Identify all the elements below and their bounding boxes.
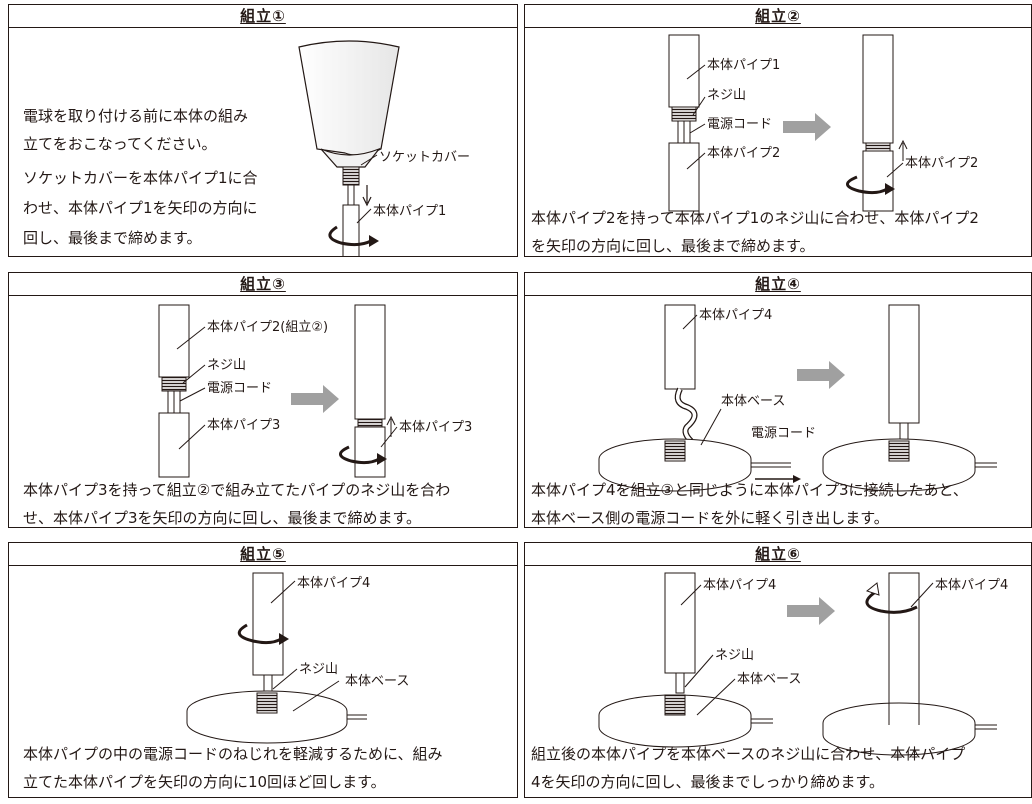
pipe1-label: 本体パイプ1 [707,58,780,73]
step-6-panel: 組立⑥ 本体パイプ4 ネジ山 本体ベース 本体パイプ4 組立後の本 [524,542,1032,798]
step-3-panel: 組立③ 本体パイプ2(組立②) ネジ山 電源コード 本体パイプ3 本体パイプ3 … [8,272,518,528]
step-5-panel: 組立⑤ 本体パイプ4 ネジ山 本体ベース 本体パイプの中の電源コードのねじれを軽… [8,542,518,798]
cord-label: 電源コード [707,117,772,132]
step-1-illustration: ソケットカバー 本体パイプ1 [298,40,470,256]
pipe-2-assembled [354,304,386,420]
step-4-title: 組立④ [525,273,1031,296]
step-2-text-line: 本体パイプ2を持って本体パイプ1のネジ山に合わせ、本体パイプ2 [531,209,979,227]
pipe-1 [342,204,360,256]
thread [161,376,187,392]
step-6-illustration: 本体パイプ4 ネジ山 本体ベース 本体パイプ4 [598,572,1008,756]
thread [671,106,697,122]
step-1-text-line: ソケットカバーを本体パイプ1に合 [23,169,258,187]
lamp-shade [298,40,400,156]
pipe1-label: 本体パイプ1 [373,204,446,219]
pipe2-label: 本体パイプ2(組立②) [207,320,328,335]
pipe-4 [252,572,284,676]
step-5-title: 組立⑤ [9,543,517,566]
step-5-illustration: 本体パイプ4 ネジ山 本体ベース [186,572,409,744]
pipe-1-assembled [862,34,894,144]
step-1-text-line: わせ、本体パイプ1を矢印の方向に [23,199,258,217]
pipe3-right-label: 本体パイプ3 [399,420,472,435]
right-arrow-icon [787,597,835,625]
pipe-2 [158,304,190,378]
step-2-title: 組立② [525,5,1031,28]
step-6-title: 組立⑥ [525,543,1031,566]
pipe4-right-label: 本体パイプ4 [935,578,1008,593]
pipe-4 [664,304,696,390]
cord-label: 電源コード [207,381,272,396]
step-3-illustration: 本体パイプ2(組立②) ネジ山 電源コード 本体パイプ3 本体パイプ3 [158,304,472,478]
step-1-panel: 組立① 電球を取り付ける前に本体の組み 立てをおこなってください。 ソケットカバ… [8,4,518,257]
pipe-2-right [862,150,894,212]
pipe2-label: 本体パイプ2 [707,146,780,161]
thread-label: ネジ山 [707,88,746,103]
pipe-4-right [888,304,920,424]
step-2-text-line: を矢印の方向に回し、最後まで締めます。 [531,237,815,255]
step-1-title: 組立① [9,5,517,28]
step-4-text-line: 本体パイプ4を組立③と同じように本体パイプ3に接続したあと、 [531,481,968,499]
step-4-panel: 組立④ 本体パイプ4 本体ベース 電源コード 本体パイプ4を組立③と同じように [524,272,1032,528]
step-1-text-line: 立てをおこなってください。 [23,135,217,153]
base-thread [256,692,278,714]
base-label: 本体ベース [737,672,801,687]
pipe4-label: 本体パイプ4 [699,308,772,323]
pipe-1 [668,34,700,108]
pipe4-label: 本体パイプ4 [297,576,370,591]
socket-thread [342,166,360,186]
pipe-3-right [354,426,386,478]
thread-label: ネジ山 [715,648,754,663]
right-arrow-icon [291,385,339,413]
pipe-4 [664,572,696,674]
step-1-text-line: 回し、最後まで締めます。 [23,229,202,247]
step-6-text-line: 組立後の本体パイプを本体ベースのネジ山に合わせ、本体パイプ [531,745,966,763]
step-3-title: 組立③ [9,273,517,296]
step-3-text-line: せ、本体パイプ3を矢印の方向に回し、最後まで締めます。 [23,509,422,527]
step-2-illustration: 本体パイプ1 ネジ山 電源コード 本体パイプ2 本体パイプ2 [668,34,978,212]
step-4-illustration: 本体パイプ4 本体ベース 電源コード [598,304,997,492]
pipe-2 [668,142,700,212]
thread-label: ネジ山 [299,662,338,677]
right-arrow-icon [797,361,845,389]
pipe-4-right [888,572,920,718]
step-2-panel: 組立② 本体パイプ1 ネジ山 電源コード 本体パイプ2 本体パイプ2 本体パイプ… [524,4,1032,257]
thread-label: ネジ山 [207,358,246,373]
step-4-text-line: 本体ベース側の電源コードを外に軽く引き出します。 [531,509,889,527]
right-arrow-icon [783,113,831,141]
pipe4-label: 本体パイプ4 [703,578,776,593]
base-thread [664,694,686,716]
base-thread [664,440,686,462]
base-label: 本体ベース [721,394,785,409]
step-5-text-line: 立てた本体パイプを矢印の方向に10回ほど回します。 [23,773,386,791]
pipe2-right-label: 本体パイプ2 [905,156,978,171]
step-3-text-line: 本体パイプ3を持って組立②で組み立てたパイプのネジ山を合わ [23,481,451,499]
base-label: 本体ベース [345,674,409,689]
step-6-text-line: 4を矢印の方向に回し、最後までしっかり締めます。 [531,773,885,791]
cord-label: 電源コード [751,426,816,441]
step-5-text-line: 本体パイプの中の電源コードのねじれを軽減するために、組み [23,745,443,763]
pipe3-label: 本体パイプ3 [207,418,280,433]
pipe-3 [158,412,190,478]
socket-cover-label: ソケットカバー [379,150,470,165]
step-1-text-line: 電球を取り付ける前に本体の組み [23,107,249,125]
